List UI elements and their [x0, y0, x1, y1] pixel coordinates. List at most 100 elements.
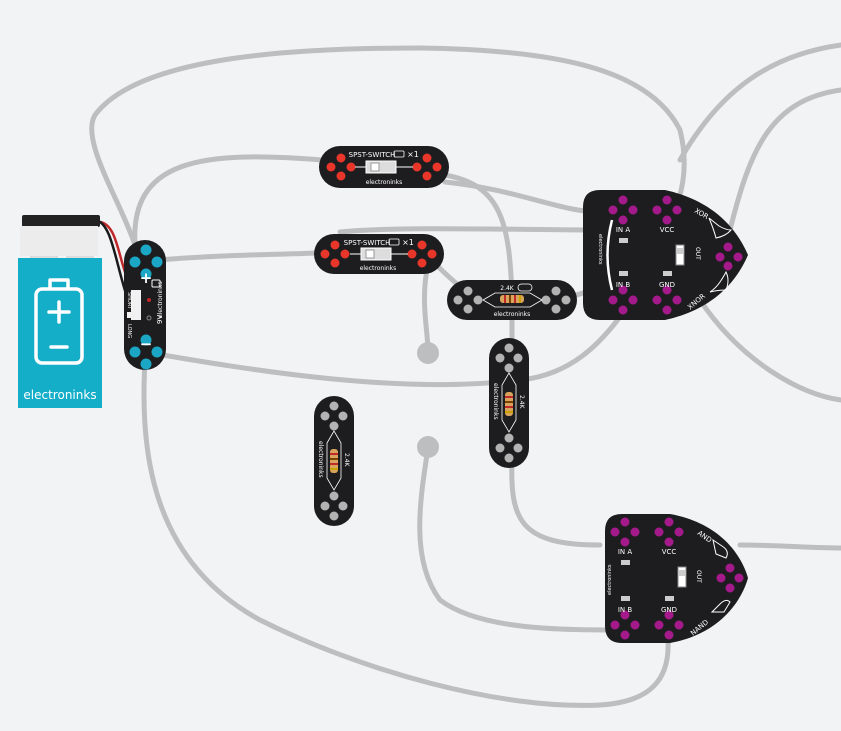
pad[interactable]: [151, 256, 163, 268]
pad[interactable]: [432, 162, 442, 172]
pad[interactable]: [338, 501, 348, 511]
wire[interactable]: [727, 87, 841, 233]
pad[interactable]: [620, 517, 630, 527]
pad[interactable]: [473, 295, 483, 305]
pad[interactable]: [662, 305, 672, 315]
pad[interactable]: [674, 620, 684, 630]
pad[interactable]: [427, 249, 437, 259]
wire[interactable]: [737, 542, 841, 551]
wire[interactable]: [132, 154, 325, 248]
pad[interactable]: [495, 443, 505, 453]
pad[interactable]: [662, 285, 672, 295]
pad[interactable]: [320, 501, 330, 511]
pad[interactable]: [412, 162, 422, 172]
pad[interactable]: [620, 610, 630, 620]
pad[interactable]: [463, 304, 473, 314]
pad[interactable]: [541, 295, 551, 305]
pad[interactable]: [417, 240, 427, 250]
pad[interactable]: [662, 195, 672, 205]
pad[interactable]: [336, 153, 346, 163]
pad[interactable]: [662, 215, 672, 225]
pad[interactable]: [346, 162, 356, 172]
wire[interactable]: [89, 45, 687, 248]
wire[interactable]: [337, 226, 603, 235]
pad[interactable]: [330, 258, 340, 268]
pad[interactable]: [422, 153, 432, 163]
pad[interactable]: [725, 583, 735, 593]
spst-switch-2[interactable]: SPST-SWITCH ×1 electroninks: [314, 234, 444, 274]
pad[interactable]: [618, 215, 628, 225]
wire[interactable]: [442, 172, 515, 353]
pad[interactable]: [422, 171, 432, 181]
pad[interactable]: [723, 242, 733, 252]
logic-gate-xor-xnor[interactable]: IN A VCC IN B GND OUT XOR XNOR electroni…: [583, 190, 748, 320]
wire[interactable]: [142, 307, 628, 388]
pad[interactable]: [674, 527, 684, 537]
pad[interactable]: [652, 205, 662, 215]
wire[interactable]: [697, 297, 841, 403]
pad[interactable]: [620, 537, 630, 547]
wire[interactable]: [141, 357, 671, 708]
pad[interactable]: [453, 295, 463, 305]
pad[interactable]: [329, 511, 339, 521]
pad[interactable]: [551, 286, 561, 296]
pad[interactable]: [140, 244, 152, 256]
wire-end[interactable]: [417, 436, 439, 458]
pad[interactable]: [620, 630, 630, 640]
pad[interactable]: [628, 205, 638, 215]
pad[interactable]: [654, 620, 664, 630]
pad[interactable]: [336, 171, 346, 181]
pad[interactable]: [513, 443, 523, 453]
pad[interactable]: [329, 401, 339, 411]
pad[interactable]: [630, 527, 640, 537]
pad[interactable]: [608, 205, 618, 215]
pad[interactable]: [504, 453, 514, 463]
pad[interactable]: [463, 286, 473, 296]
pad[interactable]: [513, 353, 523, 363]
pad[interactable]: [495, 353, 505, 363]
wire[interactable]: [677, 42, 841, 163]
pad[interactable]: [330, 240, 340, 250]
pad[interactable]: [725, 563, 735, 573]
logic-gate-and-nand[interactable]: IN A VCC IN B GND OUT AND NAND electroni…: [605, 514, 748, 643]
resistor-vertical-1[interactable]: 2.4K electroninks: [489, 338, 529, 468]
pad[interactable]: [129, 346, 141, 358]
pad[interactable]: [628, 295, 638, 305]
pad[interactable]: [630, 620, 640, 630]
pad[interactable]: [618, 285, 628, 295]
battery-9v[interactable]: electroninks: [18, 215, 132, 408]
pad[interactable]: [504, 363, 514, 373]
spst-switch-1[interactable]: SPST-SWITCH ×1 electroninks: [319, 146, 449, 188]
pad[interactable]: [610, 620, 620, 630]
resistor-vertical-2[interactable]: 2.4K electroninks: [314, 396, 354, 526]
pad[interactable]: [716, 573, 726, 583]
pad[interactable]: [340, 249, 350, 259]
pad[interactable]: [504, 433, 514, 443]
wire[interactable]: [155, 250, 321, 263]
pad[interactable]: [140, 334, 152, 346]
pad[interactable]: [140, 268, 152, 280]
pad[interactable]: [610, 527, 620, 537]
battery-board[interactable]: + − SHORT LONG 9V electroninks: [124, 240, 166, 370]
pad[interactable]: [733, 252, 743, 262]
pad[interactable]: [151, 346, 163, 358]
wire[interactable]: [417, 445, 628, 633]
pad[interactable]: [654, 527, 664, 537]
pad[interactable]: [320, 411, 330, 421]
pad[interactable]: [734, 573, 744, 583]
pad[interactable]: [664, 630, 674, 640]
pad[interactable]: [551, 304, 561, 314]
pad[interactable]: [561, 295, 571, 305]
pad[interactable]: [664, 517, 674, 527]
pad[interactable]: [672, 295, 682, 305]
pad[interactable]: [417, 258, 427, 268]
pad[interactable]: [652, 295, 662, 305]
pad[interactable]: [664, 610, 674, 620]
pad[interactable]: [329, 421, 339, 431]
wire[interactable]: [421, 262, 431, 355]
pad[interactable]: [504, 343, 514, 353]
pad[interactable]: [320, 249, 330, 259]
pad[interactable]: [407, 249, 417, 259]
wire[interactable]: [509, 457, 603, 548]
